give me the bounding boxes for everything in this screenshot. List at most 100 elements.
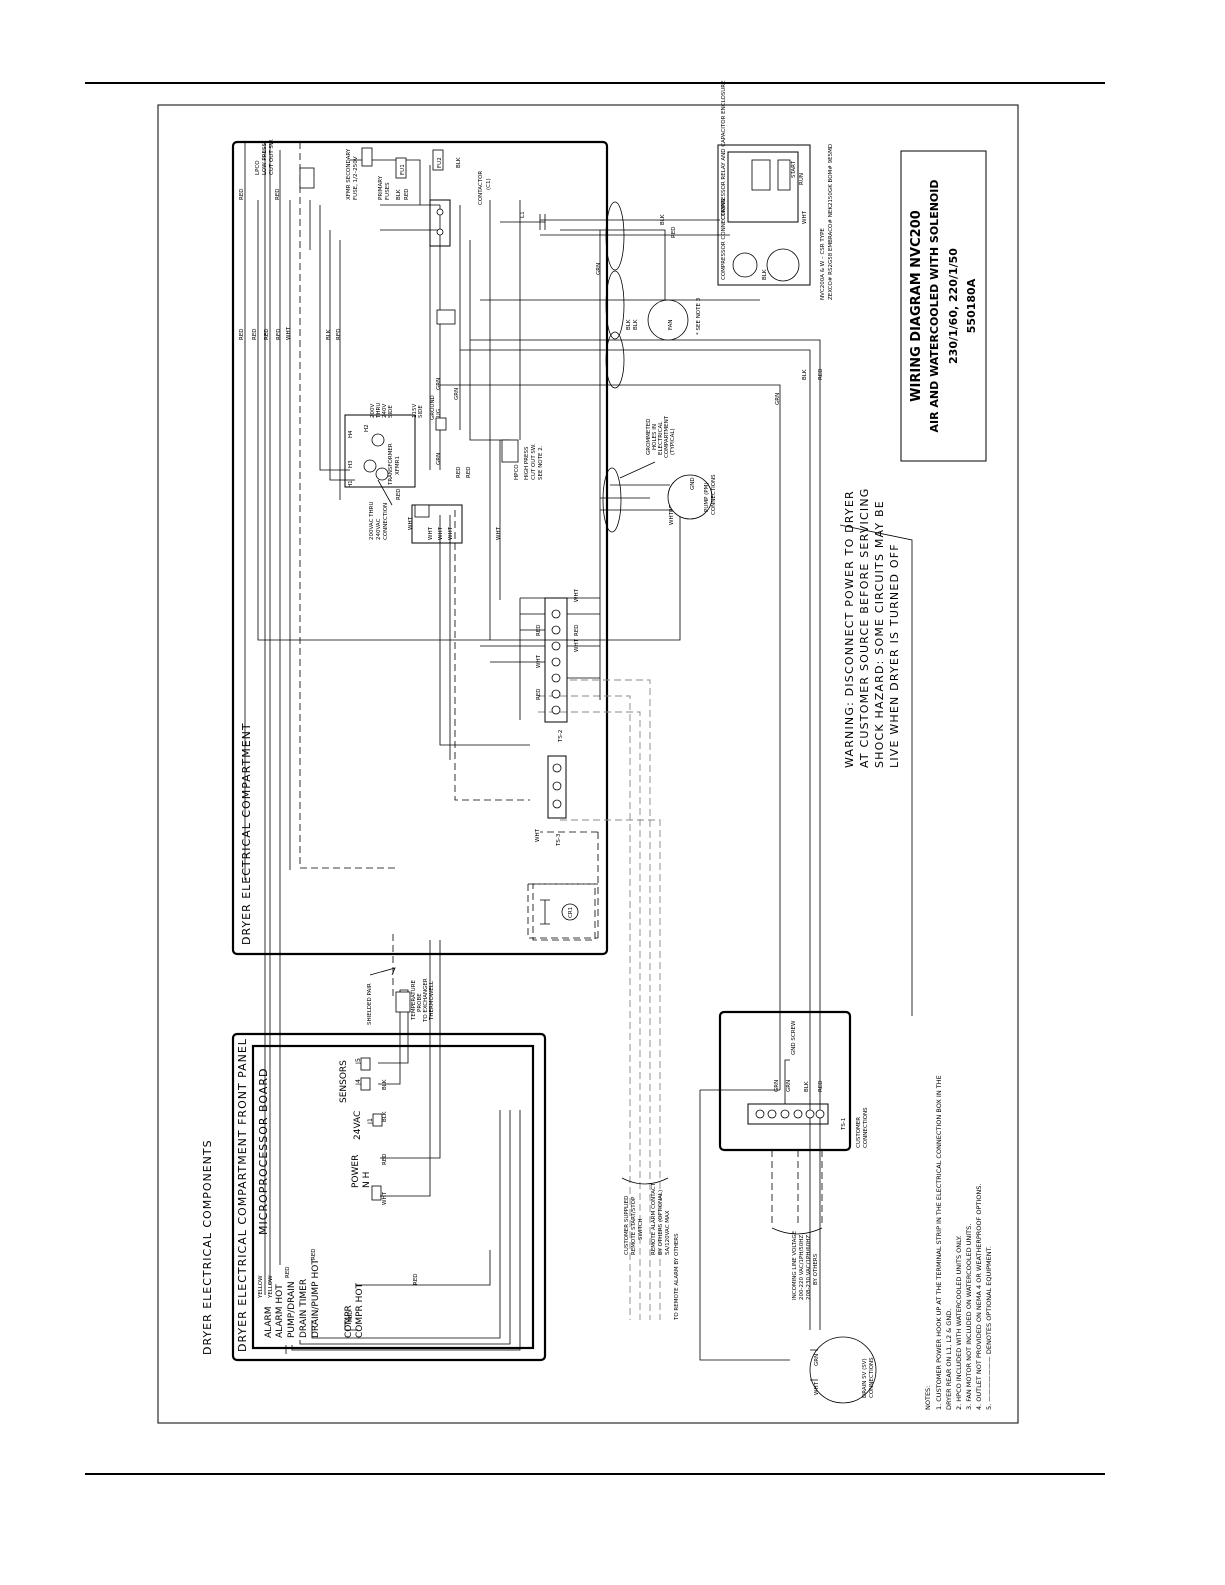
out-compr-hot: COMPR HOT xyxy=(355,1282,365,1338)
grommet-label-4: COMPARTMENT xyxy=(664,415,670,458)
pump-label: PUMP (PM) xyxy=(704,482,710,512)
pump-connections xyxy=(667,474,713,520)
lpco-cut-out-label: CUT OUT SW. xyxy=(269,138,275,175)
compressor-t2 xyxy=(732,252,758,278)
hpco-label: HPCO xyxy=(514,464,520,480)
sensors-label: SENSORS xyxy=(339,1060,349,1103)
out-compr: COMPR xyxy=(344,1305,354,1338)
svg-text:RED: RED xyxy=(456,466,462,478)
svg-text:WHT: WHT xyxy=(496,526,502,540)
power-label: POWER xyxy=(351,1155,361,1188)
warning-line-4: LIVE WHEN DRYER IS TURNED OFF xyxy=(888,543,901,768)
ts3-label: TS-3 xyxy=(556,833,562,847)
svg-text:GRN: GRN xyxy=(454,388,460,400)
out-drain-timer: DRAIN TIMER xyxy=(299,1279,309,1338)
ts2-wht-2: WHT xyxy=(574,638,580,652)
to-remote-label: TO REMOTE ALARM BY OTHERS xyxy=(674,1233,680,1321)
warning-line-1: WARNING: DISCONNECT POWER TO DRYER xyxy=(843,490,856,768)
cr1-label: CR1 xyxy=(568,907,574,918)
top-rule xyxy=(85,82,1105,84)
ts2-red-1: RED xyxy=(536,624,542,636)
note-4: 4. OUTLET NOT PROVIDED ON NEMA 4 OR WEAT… xyxy=(975,1184,983,1410)
ts1-terminals xyxy=(755,1109,825,1119)
ground-lug xyxy=(435,417,447,431)
svg-text:GRN: GRN xyxy=(775,393,781,405)
wht-terminal-block xyxy=(411,504,463,544)
components-label: DRYER ELECTRICAL COMPONENTS xyxy=(201,1139,214,1355)
high-press-label: HIGH PRESS xyxy=(524,446,530,480)
grommet-label-1: GROMMETED xyxy=(646,419,652,455)
fan-motor xyxy=(647,299,689,341)
ts2-label: TS-2 xyxy=(558,730,564,743)
drain-sv-connections xyxy=(809,1336,877,1404)
hpco-cut-out-label: CUT OUT SW. xyxy=(531,443,537,480)
subtitle-text: AIR AND WATERCOOLED WITH SOLENOID xyxy=(928,180,941,433)
grommet-label-3: ELECTRICAL xyxy=(658,421,664,455)
title-block xyxy=(900,150,987,462)
cust-conn-label-2: CONNECTIONS xyxy=(863,1107,869,1148)
svg-text:RED: RED xyxy=(396,488,402,500)
svg-text:GRN: GRN xyxy=(436,453,442,465)
power-term xyxy=(371,1185,382,1201)
svg-text:RED: RED xyxy=(671,226,677,238)
out-pump-drain: PUMP/DRAIN xyxy=(287,1281,297,1338)
svg-text:SIDE: SIDE xyxy=(418,405,424,418)
ts2-terminals xyxy=(551,609,561,715)
vac-label: 24VAC xyxy=(353,1111,363,1140)
svg-text:WHT: WHT xyxy=(448,526,454,540)
svg-text:H4: H4 xyxy=(348,430,354,438)
cust-conn-label-1: CUSTOMER xyxy=(856,1117,862,1148)
ts2-red-2: RED xyxy=(536,688,542,700)
shielded-pair-label: SHIELDED PAIR xyxy=(367,983,373,1025)
svg-text:WHT: WHT xyxy=(408,516,414,530)
svg-text:GRN: GRN xyxy=(436,378,442,390)
svg-text:RED: RED xyxy=(466,466,472,478)
svg-text:WHT: WHT xyxy=(802,210,808,224)
contactor-label: CONTACTOR xyxy=(478,171,484,205)
hpco-note-label: SEE NOTE 2. xyxy=(538,445,544,480)
compressor-terminals xyxy=(766,248,800,282)
optional-wiring xyxy=(299,142,661,1320)
remote-start-label-2: REMOTE START/STOP xyxy=(631,1196,637,1255)
microprocessor-label: MICROPROCESSOR BOARD xyxy=(257,1067,270,1235)
svg-text:RED: RED xyxy=(252,328,258,340)
run-label: RUN xyxy=(799,173,805,185)
gnd-screw-label: GND SCREW xyxy=(791,1020,797,1055)
svg-text:BLK: BLK xyxy=(633,319,639,330)
wire-wht-b: WHT xyxy=(382,1191,388,1205)
ts3-box xyxy=(547,755,567,819)
svg-text:H2: H2 xyxy=(364,424,370,432)
contactor xyxy=(429,199,451,247)
conduit-2 xyxy=(605,270,625,340)
conn-label-3: CONNECTION xyxy=(383,503,389,540)
svg-text:WHT: WHT xyxy=(438,526,444,540)
hpco-switch xyxy=(501,439,519,463)
compartment-label: DRYER ELECTRICAL COMPARTMENT xyxy=(240,722,253,945)
wire-blk-b2: BLK xyxy=(382,1079,388,1090)
wire-yellow-1: YELLOW xyxy=(258,1275,264,1299)
ts1-label: TS-1 xyxy=(841,1118,847,1131)
ts1-strip xyxy=(747,1103,829,1125)
svg-text:GRN: GRN xyxy=(774,1080,780,1092)
compartment-box xyxy=(231,140,609,956)
temp-probe-label-4: THERMOWELL xyxy=(429,980,435,1021)
warning-line-3: SHOCK HAZARD: SOME CIRCUITS MAY BE xyxy=(873,500,886,768)
drain-sv-label-2: CONNECTIONS xyxy=(869,1357,875,1398)
svg-text:RED: RED xyxy=(275,188,281,200)
conn-label-2: 240VAC xyxy=(376,518,382,540)
wire-red-b5: RED xyxy=(382,1153,388,1165)
bottom-rule xyxy=(85,1473,1105,1475)
svg-text:240V: 240V xyxy=(382,404,388,418)
ts2-wht-3: WHT xyxy=(574,588,580,602)
board-wires xyxy=(264,142,521,1354)
remote-alarm-label-1: REMOTE ALARM CONTACT xyxy=(651,1182,657,1255)
svg-text:RED: RED xyxy=(818,368,824,380)
j4-term xyxy=(360,1077,371,1091)
cr1-box xyxy=(532,883,596,941)
conn-label-1: 200VAC THRU xyxy=(369,501,375,540)
note-5: 5. ——————— DENOTES OPTIONAL EQUIPMENT. xyxy=(985,1246,993,1410)
cr1-coil xyxy=(561,903,579,921)
fan-note-label: * SEE NOTE 3 xyxy=(696,297,702,335)
relay-enclosure xyxy=(727,151,799,223)
